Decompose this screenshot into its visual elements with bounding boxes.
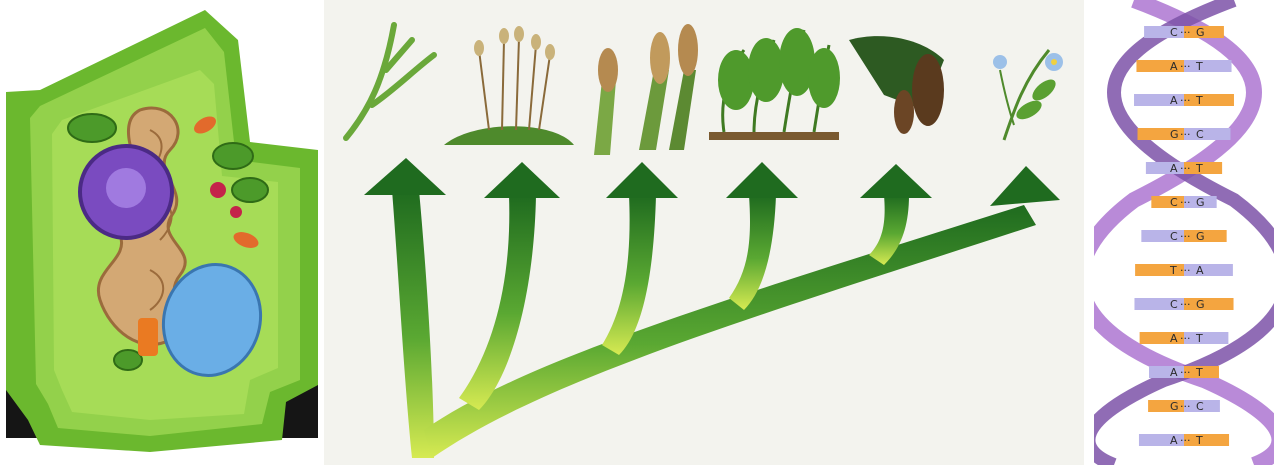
base-left-label: C [1170, 26, 1178, 39]
base-pair: C··· G [1134, 298, 1233, 311]
base-pair: A··· T [1149, 366, 1219, 379]
base-right-label: T [1195, 94, 1203, 107]
base-left-label: A [1170, 332, 1178, 345]
base-left-bar [1149, 366, 1184, 378]
hydrogen-bond: ··· [1180, 264, 1191, 277]
base-left-label: T [1169, 264, 1177, 277]
base-right-bar [1184, 332, 1228, 344]
base-right-bar [1184, 60, 1232, 72]
conifer-plant [849, 36, 944, 134]
hydrogen-bond: ··· [1180, 26, 1191, 39]
base-left-label: G [1170, 128, 1179, 141]
arrowhead-1 [364, 158, 446, 195]
arrowhead-6 [990, 166, 1060, 206]
hydrogen-bond: ··· [1180, 434, 1191, 447]
hydrogen-bond: ··· [1180, 366, 1191, 379]
base-right-bar [1184, 94, 1234, 106]
base-left-label: A [1170, 434, 1178, 447]
base-left-bar [1146, 162, 1184, 174]
base-left-label: C [1170, 298, 1178, 311]
base-right-label: T [1195, 366, 1203, 379]
hydrogen-bond: ··· [1180, 94, 1191, 107]
base-right-label: G [1196, 26, 1205, 39]
hydrogen-bond: ··· [1180, 162, 1191, 175]
base-pair: G··· C [1148, 400, 1220, 413]
base-pair: A··· T [1140, 332, 1229, 345]
plant-cell-illustration [0, 0, 322, 465]
base-right-label: A [1196, 264, 1204, 277]
base-pair: G··· C [1138, 128, 1231, 141]
base-pair: T··· A [1135, 264, 1233, 277]
nucleolus [106, 168, 146, 208]
base-right-label: G [1196, 230, 1205, 243]
base-left-label: A [1170, 162, 1178, 175]
base-left-label: C [1170, 230, 1178, 243]
base-right-label: G [1196, 196, 1205, 209]
green-alga-plant [346, 25, 434, 138]
base-right-label: T [1195, 332, 1203, 345]
flowering-plant [993, 50, 1063, 140]
base-left-label: A [1170, 94, 1178, 107]
base-pair: A··· T [1139, 434, 1229, 447]
base-left-bar [1144, 26, 1184, 38]
base-pair: A··· T [1136, 60, 1231, 73]
base-left-label: G [1170, 400, 1179, 413]
base-right-label: C [1196, 128, 1204, 141]
chloroplast [232, 178, 268, 202]
hydrogen-bond: ··· [1180, 332, 1191, 345]
base-right-label: C [1196, 400, 1204, 413]
base-right-bar [1184, 298, 1234, 310]
evolution-arrows [364, 158, 1060, 458]
chloroplast [114, 350, 142, 370]
base-pair: C··· G [1141, 230, 1226, 243]
base-pair: A··· T [1134, 94, 1234, 107]
base-left-bar [1148, 400, 1184, 412]
arrowhead-4 [726, 162, 798, 198]
hydrogen-bond: ··· [1180, 196, 1191, 209]
base-right-label: T [1195, 434, 1203, 447]
chloroplast [213, 143, 253, 169]
arrowhead-5 [860, 164, 932, 198]
hydrogen-bond: ··· [1180, 128, 1191, 141]
organelle-red [230, 206, 242, 218]
moss-plant [444, 26, 574, 145]
arrowhead-2 [484, 162, 560, 198]
chloroplast [68, 114, 116, 142]
base-right-bar [1184, 434, 1229, 446]
arrowhead-3 [606, 162, 678, 198]
hydrogen-bond: ··· [1180, 230, 1191, 243]
organelle-red [210, 182, 226, 198]
base-right-bar [1184, 264, 1233, 276]
dna-double-helix: C···GA···TA···TG···CA···TC···GC···GT···A… [1094, 0, 1274, 465]
hydrogen-bond: ··· [1180, 298, 1191, 311]
trunk [392, 190, 434, 458]
base-right-label: T [1195, 162, 1203, 175]
hydrogen-bond: ··· [1180, 400, 1191, 413]
base-left-label: A [1170, 366, 1178, 379]
base-pair: C··· G [1144, 26, 1224, 39]
plant-evolution-tree [324, 0, 1084, 465]
hydrogen-bond: ··· [1180, 60, 1191, 73]
base-left-label: C [1170, 196, 1178, 209]
base-right-label: T [1195, 60, 1203, 73]
horsetail-plant [594, 24, 698, 155]
base-pair: C··· G [1151, 196, 1216, 209]
base-pair: A··· T [1146, 162, 1222, 175]
base-right-label: G [1196, 298, 1205, 311]
organelle-orange [138, 318, 158, 356]
base-left-label: A [1170, 60, 1178, 73]
fern-plant [709, 28, 840, 140]
base-right-bar [1184, 128, 1230, 140]
